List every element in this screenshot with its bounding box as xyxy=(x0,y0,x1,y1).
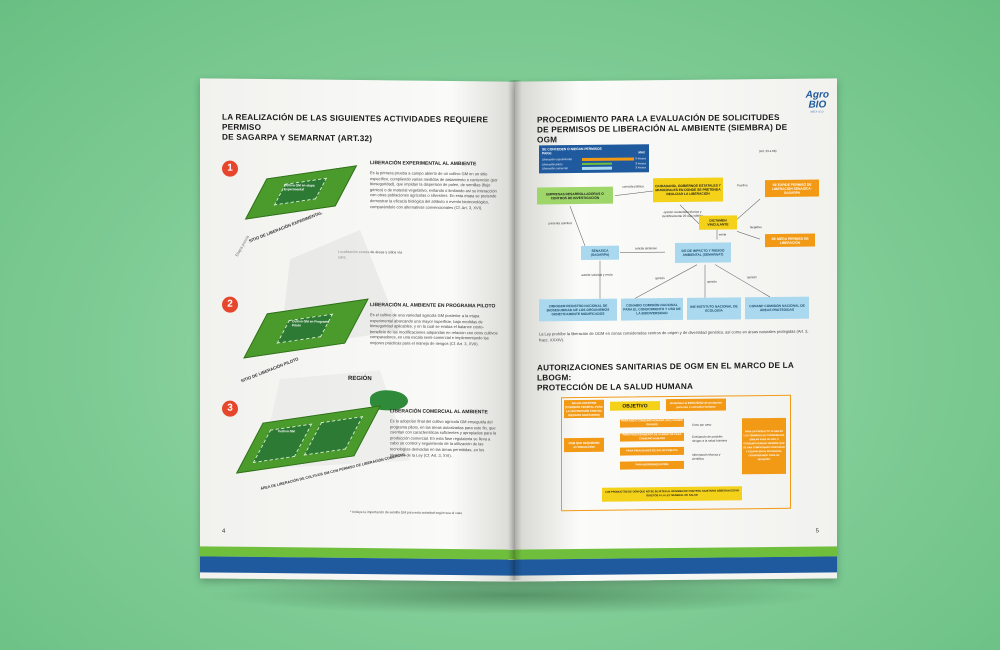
left-page-title: LA REALIZACIÓN DE LAS SIGUIENTES ACTIVID… xyxy=(222,113,502,146)
flow-connectors xyxy=(569,189,771,299)
salud-bottom: LOS PRODUCTOS DE OGM QUE NO SE SUJETEN A… xyxy=(602,486,742,502)
salud-bullet: Evaluación de posibles riesgos a la salu… xyxy=(692,434,728,443)
flow-cibiogem: CIBIOGEM REGISTRO NACIONAL DE BIOSEGURID… xyxy=(539,298,617,322)
flow-opinion-1: opinión xyxy=(655,276,665,281)
flow-expide: SE EXPIDE PERMISO DE LIBERACIÓN SENASICA… xyxy=(765,179,819,198)
flow-emite-label: emite xyxy=(719,232,727,237)
right-title-2: AUTORIZACIONES SANITARIAS DE OGM EN EL M… xyxy=(537,361,807,394)
section-3-badge: 3 xyxy=(222,400,238,417)
salud-bullet: Información técnica y científica xyxy=(692,452,721,461)
right-page-number: 5 xyxy=(815,528,819,535)
flow-conanp: CONANP COMISIÓN NACIONAL DE ÁREAS PROTEG… xyxy=(745,296,809,320)
flow-empresas: EMPRESAS DESARROLLADORAS O CENTROS DE IN… xyxy=(537,186,613,205)
flow-opinion-3: opinión xyxy=(747,275,757,280)
salud-side-note: PARA UN PRODUCTO YA SEA EN LOS TÉRMINOS … xyxy=(742,417,786,475)
flow-dg-impacto: DG DE IMPACTO Y RIESGO AMBIENTAL (SEMARN… xyxy=(675,242,731,264)
salud-bullet: Caso por caso xyxy=(692,422,712,427)
section-3-text: Es la adopción final del cultivo agrícol… xyxy=(390,418,497,458)
commercial-tile-label: Cultivo GM xyxy=(278,429,295,434)
flow-opinion-2: opinión xyxy=(707,279,717,284)
flow-dictamen: DICTAMEN VINCULANTE xyxy=(699,215,737,230)
flow-conabio: CONABIO COMISIÓN NACIONAL PARA EL CONOCI… xyxy=(621,297,683,321)
flow-ine: INE INSTITUTO NACIONAL DE ECOLOGÍA xyxy=(687,297,741,320)
left-page: LA REALIZACIÓN DE LAS SIGUIENTES ACTIVID… xyxy=(200,78,515,582)
flow-negativo-label: Negativo xyxy=(750,225,762,230)
flow-positivo-label: Positivo xyxy=(737,183,748,188)
left-blue-band xyxy=(200,556,515,576)
salud-objetivo: OBJETIVO xyxy=(610,401,660,411)
flow-senasica: SENASICA (SAGARPA) xyxy=(581,245,619,260)
salud-ogm-autorizacion: OGM QUE REQUIEREN AUTORIZACIÓN xyxy=(564,437,604,453)
right-blue-band xyxy=(515,556,837,576)
left-footnote: * Incluye la importación de semilla GM p… xyxy=(350,509,463,516)
section-1-badge: 1 xyxy=(222,160,238,177)
salud-item: PARA BIORREMEDIACIÓN xyxy=(620,460,684,470)
flow-solicita-label: solicita dictamen xyxy=(634,246,658,251)
salud-item: PARA PROCESAMIENTO DE ALIMENTOS PARA CON… xyxy=(620,432,684,442)
experimental-site-tile xyxy=(244,165,358,220)
salud-cofepris: SALUD-COFEPRIS (COMISIÓN FEDERAL PARA LA… xyxy=(564,399,604,419)
region-label: REGIÓN xyxy=(348,375,372,383)
section-2-badge: 2 xyxy=(222,296,238,313)
salud-item: PARA USO O CONSUMO HUMANO, INCLUYENDO GR… xyxy=(620,418,684,428)
flow-admite-label: admite solicitud y envía xyxy=(581,272,613,277)
salud-item: PARA FINALIDADES DE SALUD PÚBLICA xyxy=(620,446,684,456)
left-page-number: 4 xyxy=(222,528,226,535)
left-title-line2: DE SAGARPA Y SEMARNAT (ART.32) xyxy=(222,132,373,144)
salud-garantizar: Garantizar la INOCUIDAD de productos par… xyxy=(666,398,726,412)
commercial-plot-b xyxy=(303,416,364,456)
right-title-2-line1: AUTORIZACIONES SANITARIAS DE OGM EN EL M… xyxy=(537,360,794,383)
experimental-tile-label: Cultivo GM en etapa Experimental xyxy=(284,183,315,192)
flow-presenta-label: presenta solicitud xyxy=(548,221,572,226)
right-page: Agro BIO MÉXICO PROCEDIMIENTO PARA LA EV… xyxy=(515,78,837,582)
pilot-tile-label: Cultivo GM en Programa Piloto xyxy=(292,319,330,328)
right-title-2-line2: PROTECCIÓN DE LA SALUD HUMANA xyxy=(537,381,694,393)
section-1-text: Es la primera prueba a campo abierto de … xyxy=(370,170,498,210)
pilot-plot xyxy=(276,313,334,344)
section-3-heading: LIBERACIÓN COMERCIAL AL AMBIENTE xyxy=(390,408,488,416)
section-1-heading: LIBERACIÓN EXPERIMENTAL AL AMBIENTE xyxy=(370,160,477,168)
flow-niega: SE NIEGA PERMISO DE LIBERACIÓN xyxy=(765,233,815,248)
book-spine xyxy=(508,80,522,580)
section-2-text: Es el cultivo de una variedad agrícola G… xyxy=(370,312,498,347)
flow-consulta-label: consulta pública xyxy=(622,184,644,189)
salud-diagram: SALUD-COFEPRIS (COMISIÓN FEDERAL PARA LA… xyxy=(561,394,791,512)
flow-ciudadania: CIUDADANÍA, GOBIERNOS ESTATALES Y MUNICI… xyxy=(653,177,723,203)
